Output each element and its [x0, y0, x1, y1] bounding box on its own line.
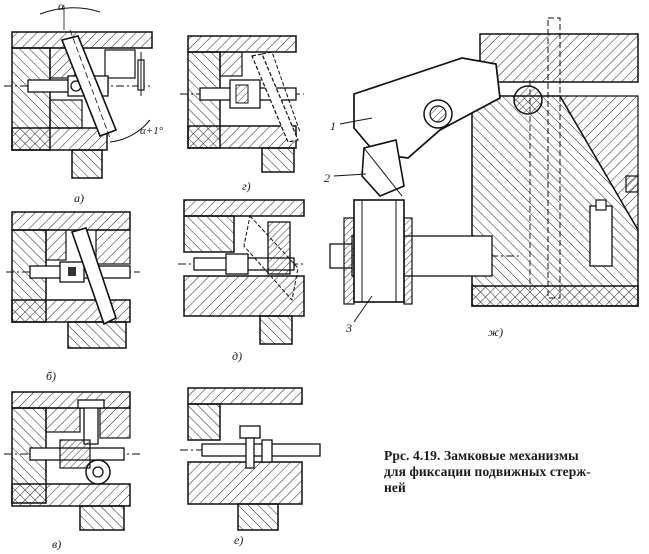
subfigure-a: α α+1° а) [4, 0, 164, 205]
caption-line-2: для фиксации подвижных стерж- [384, 464, 591, 479]
callout-3: 3 [345, 321, 352, 335]
subfigure-zh: 1 2 3 ж) [324, 17, 639, 339]
caption-line-1: Ррс. 4.19. Замковые механизмы [384, 448, 579, 463]
label-e: е) [234, 533, 243, 547]
figure-caption: Ррс. 4.19. Замковые механизмы для фиксац… [384, 448, 646, 496]
subfigure-e: е) [180, 387, 321, 547]
subfigure-v: в) [4, 391, 140, 551]
label-g: г) [242, 179, 251, 193]
label-b: б) [46, 369, 56, 383]
subfigure-d: д) [178, 199, 305, 363]
alpha-plus-label: α+1° [140, 125, 164, 137]
label-v: в) [52, 537, 61, 551]
callout-1: 1 [330, 119, 336, 133]
alpha-label: α [58, 0, 65, 13]
subfigure-b: б) [6, 211, 140, 383]
subfigure-g: г) [180, 35, 304, 193]
label-a: а) [74, 191, 84, 205]
label-d: д) [232, 349, 242, 363]
callout-2: 2 [324, 171, 330, 185]
caption-line-3: ней [384, 480, 406, 495]
label-zh: ж) [488, 325, 503, 339]
